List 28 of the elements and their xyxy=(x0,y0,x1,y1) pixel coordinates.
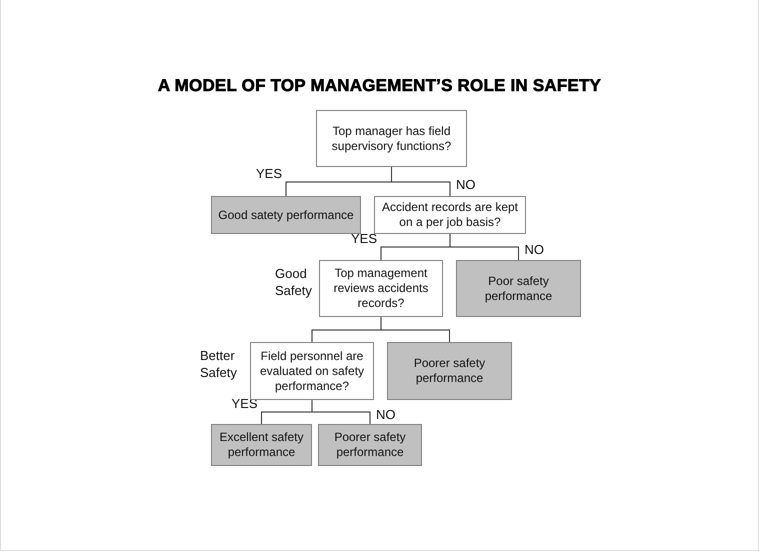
connector-line xyxy=(391,166,450,196)
title: A MODEL OF TOP MANAGEMENT’S ROLE IN SAFETY xyxy=(156,76,602,96)
outcome-box xyxy=(211,196,361,234)
node-text: Poorer safety performance xyxy=(412,356,486,386)
edge-label: NO xyxy=(455,178,476,192)
node-text: Top management reviews accidents records? xyxy=(332,266,430,311)
question-box xyxy=(374,196,526,234)
edge-label: YES xyxy=(254,167,283,181)
node-text: Top manager has field supervisory functions? xyxy=(330,124,452,154)
outcome-box xyxy=(211,424,312,466)
edge-label: NO xyxy=(524,243,545,257)
node-text: Good satety performance xyxy=(218,208,354,222)
question-box xyxy=(316,110,467,167)
connector-line xyxy=(380,316,450,342)
side-note: Better Safety xyxy=(200,347,238,381)
outcome-box xyxy=(387,342,512,400)
node-text: Poorer safety performance xyxy=(333,430,407,460)
node-text: Excellent safety performance xyxy=(218,430,305,460)
outcome-box xyxy=(318,424,422,466)
edge-label: YES xyxy=(350,232,378,246)
outcome-box xyxy=(456,260,581,317)
connector-line xyxy=(450,234,519,260)
node-text: Accident records are kept on a per job basis? xyxy=(381,200,519,230)
edge-label: NO xyxy=(375,408,396,422)
connector-line xyxy=(312,400,370,424)
node-text: Field personnel are evaluated on safety performance? xyxy=(258,348,366,394)
side-note: Good Safety xyxy=(275,265,313,299)
node-text: Poor safety performance xyxy=(484,274,554,304)
